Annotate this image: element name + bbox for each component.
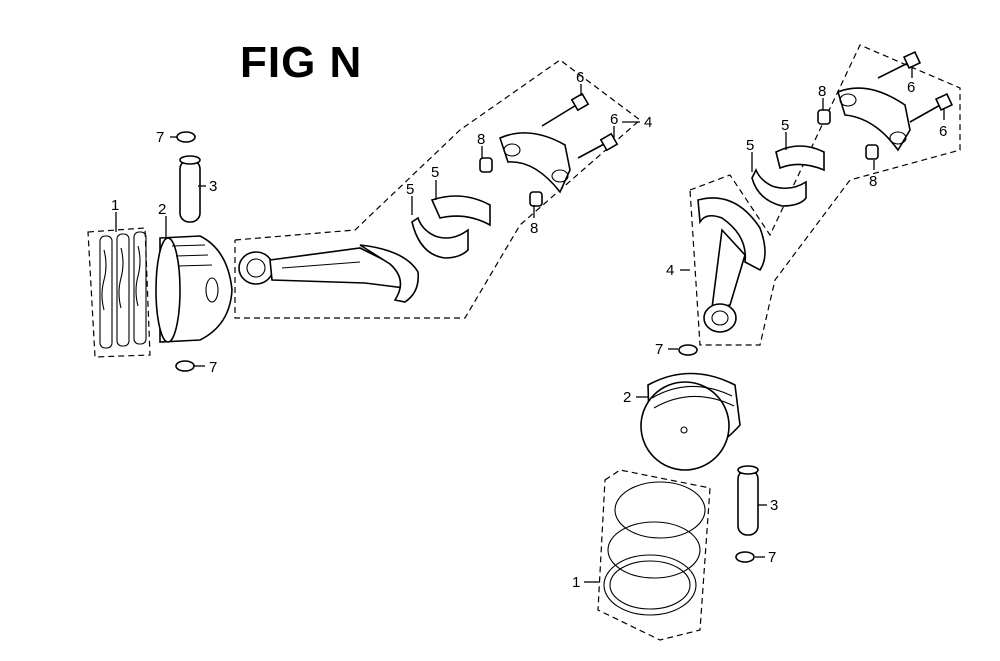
callout-6-left-b: 6 [610, 111, 618, 128]
callout-4-right: 4 [666, 262, 674, 279]
callout-7-left-bottom: 7 [209, 359, 217, 376]
rod-bolt-left-2 [577, 132, 619, 159]
callout-7-right-top: 7 [655, 341, 663, 358]
rod-bolt-left-1 [541, 92, 590, 127]
pin-clip-left-bottom [175, 360, 195, 372]
ring-set-outline-right [597, 469, 711, 641]
dowel-pin-left-2 [529, 191, 543, 207]
dowel-pin-right-2 [865, 144, 879, 160]
rod-bolt-right-2 [909, 92, 954, 123]
callout-6-left-a: 6 [576, 69, 584, 86]
ring-set-outline-left [87, 227, 151, 358]
dowel-pin-left-1 [479, 157, 493, 173]
callout-1-right: 1 [572, 574, 580, 591]
dowel-pin-right-1 [817, 109, 831, 125]
callout-3-right: 3 [770, 497, 778, 514]
callout-2-left: 2 [158, 201, 166, 218]
rod-bearings-left [411, 195, 491, 259]
piston-pin-right [737, 465, 759, 536]
piston-right [640, 372, 741, 471]
callout-6-right-a: 6 [907, 79, 915, 96]
piston-pin-left [179, 155, 201, 223]
callout-5-right-a: 5 [781, 117, 789, 134]
piston-left [155, 235, 233, 343]
callout-5-right-b: 5 [746, 137, 754, 154]
callout-6-right-b: 6 [939, 123, 947, 140]
callout-7-right-bottom: 7 [768, 549, 776, 566]
connecting-rod-left [238, 244, 420, 303]
callout-1-left: 1 [111, 197, 119, 214]
pin-clip-left-top [176, 131, 196, 143]
rod-cap-right [837, 87, 911, 152]
callout-labels: 1 2 7 3 7 5 5 8 8 6 6 4 5 5 8 8 6 6 4 7 … [111, 69, 947, 591]
callout-8-left-b: 8 [530, 220, 538, 237]
callout-8-left-a: 8 [477, 131, 485, 148]
pin-clip-right-bottom [735, 551, 755, 563]
connecting-rod-right [697, 197, 766, 333]
rod-bearings-right [751, 145, 825, 207]
callout-4-left: 4 [644, 114, 652, 131]
callout-2-right: 2 [623, 389, 631, 406]
piston-rings-right [603, 481, 706, 616]
callout-3-left: 3 [209, 178, 217, 195]
callout-7-left-top: 7 [156, 129, 164, 146]
callout-5-left-a: 5 [431, 164, 439, 181]
rod-cap-left [499, 132, 571, 194]
rod-assembly-outline-right [689, 44, 961, 346]
callout-8-right-b: 8 [869, 173, 877, 190]
leader-lines [115, 66, 945, 583]
callout-8-right-a: 8 [818, 83, 826, 100]
piston-rings-left [99, 231, 147, 349]
pin-clip-right-top [678, 344, 698, 356]
figure-title: FIG N [240, 38, 363, 87]
rod-bolt-right-1 [877, 50, 922, 79]
callout-5-left-b: 5 [406, 181, 414, 198]
